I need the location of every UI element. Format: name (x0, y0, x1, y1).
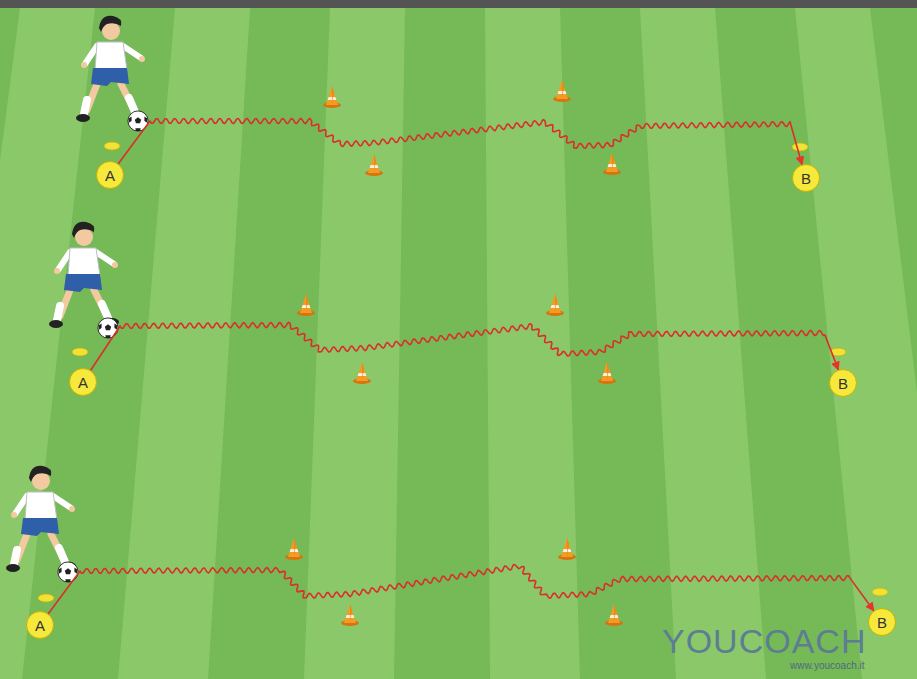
player-figure (6, 466, 76, 572)
station-letter: B (877, 615, 887, 630)
flat-marker (72, 348, 88, 356)
dribble-path (48, 565, 874, 614)
flat-marker (872, 588, 888, 596)
soccer-ball (98, 318, 118, 338)
cone (353, 362, 371, 384)
cone (365, 154, 383, 176)
cone (553, 80, 571, 102)
dribble-path (118, 118, 802, 164)
station-marker: A (69, 368, 97, 396)
top-bar (0, 0, 917, 8)
player-figure (76, 16, 146, 122)
station-letter: B (801, 171, 811, 186)
station-marker: A (96, 161, 124, 189)
cone (558, 538, 576, 560)
grass-stripe (304, 8, 405, 679)
station-marker: A (26, 611, 54, 639)
player-figure (49, 222, 119, 328)
cone (598, 362, 616, 384)
watermark: YOUCOACH (662, 622, 866, 661)
cone (546, 294, 564, 316)
cone (605, 604, 623, 626)
station-marker: B (829, 369, 857, 397)
grass-stripe (485, 8, 580, 679)
cone (285, 538, 303, 560)
station-letter: A (78, 375, 88, 390)
cone (341, 604, 359, 626)
station-letter: B (838, 376, 848, 391)
watermark-url: www.youcoach.it (790, 660, 864, 671)
cone (297, 294, 315, 316)
flat-marker (104, 142, 120, 150)
station-marker: B (868, 608, 896, 636)
soccer-ball (58, 562, 78, 582)
cone (603, 153, 621, 175)
cone (323, 86, 341, 108)
station-marker: B (792, 164, 820, 192)
station-letter: A (105, 168, 115, 183)
dribble-path (91, 322, 839, 370)
grass-stripe (0, 8, 95, 679)
flat-marker (38, 594, 54, 602)
flat-marker (792, 143, 808, 151)
station-letter: A (35, 618, 45, 633)
